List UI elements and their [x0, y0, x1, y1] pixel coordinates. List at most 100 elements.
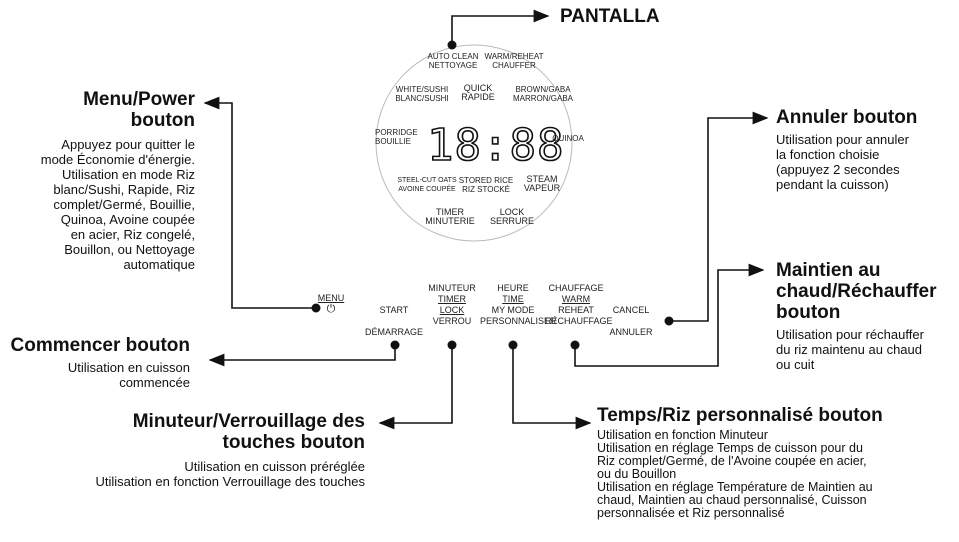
start-text: START [379, 305, 409, 315]
vapeur-text: VAPEUR [523, 183, 561, 193]
desc-line: Utilisation en réglage Temps de cuisson … [597, 441, 863, 455]
chauffage-text: CHAUFFAGE [548, 283, 604, 293]
display-brown-gaba: BROWN/GABA MARRON/GABA [512, 85, 574, 103]
display-timer: TIMER MINUTERIE [425, 208, 475, 226]
mymode-dot [508, 340, 518, 350]
temps-desc: Utilisation en fonction Minuteur Utilisa… [597, 429, 952, 520]
desc-line: automatique [123, 257, 195, 272]
commencer-title: Commencer bouton [10, 335, 190, 356]
nettoyage-text: NETTOYAGE [428, 61, 478, 70]
menu-power-callout: Menu/Power bouton Appuyez pour quitter l… [20, 89, 195, 272]
display-warm-reheat: WARM/REHEAT CHAUFFER [482, 52, 546, 70]
warm-reheat-text: WARM/REHEAT [484, 52, 544, 61]
menu-leader [203, 96, 316, 309]
time-text: TIME [502, 294, 524, 304]
minuteur-title-2: touches bouton [222, 432, 365, 453]
mymode-leader [512, 345, 592, 430]
desc-line: mode Économie d'énergie. [40, 152, 195, 167]
auto-clean-text: AUTO CLEAN [427, 52, 479, 61]
avoine-coupee-text: AVOINE COUPÉE [398, 186, 456, 193]
desc-line: chaud, Maintien au chaud personnalisé, C… [597, 493, 867, 507]
stored-rice-text: STORED RICE [458, 176, 514, 185]
desc-line: Quinoa, Avoine coupée [60, 212, 195, 227]
display-steel-cut-oats: STEEL-CUT OATS AVOINE COUPÉE [396, 176, 458, 194]
heure-text: HEURE [497, 283, 529, 293]
temps-title: Temps/Riz personnalisé bouton [597, 405, 883, 426]
warm-text: WARM [561, 294, 591, 304]
annuler-text: ANNULER [609, 327, 653, 337]
minuteur-title: Minuteur/Verrouillage des [132, 411, 365, 432]
display-auto-clean: AUTO CLEAN NETTOYAGE [425, 52, 481, 70]
start-button[interactable]: START DÉMARRAGE [365, 305, 423, 338]
maintien-title-3: bouton [776, 302, 841, 323]
commencer-callout: Commencer bouton Utilisation en cuisson … [5, 335, 190, 390]
display-steam: STEAM VAPEUR [520, 175, 564, 193]
menu-power-title-2: bouton [130, 110, 195, 131]
desc-line: Utilisation en fonction Minuteur [597, 428, 768, 442]
commencer-desc: Utilisation en cuisson commencée [5, 360, 190, 390]
desc-line: Utilisation en cuisson [67, 360, 190, 375]
lock-btn-text: LOCK [439, 305, 465, 315]
minuteur-callout: Minuteur/Verrouillage des touches bouton… [55, 411, 365, 489]
demarrage-text: DÉMARRAGE [365, 327, 424, 337]
timer-lock-button[interactable]: MINUTEUR TIMER LOCK VERROU [425, 283, 479, 327]
porridge-text: PORRIDGE [375, 128, 418, 137]
reheat-text: REHEAT [558, 305, 594, 315]
annuler-desc: Utilisation pour annuler la fonction cho… [776, 132, 956, 192]
menu-power-desc: Appuyez pour quitter le mode Économie d'… [20, 137, 195, 272]
chauffer-text: CHAUFFER [492, 61, 536, 70]
display-white-sushi: WHITE/SUSHI BLANC/SUSHI [392, 85, 452, 103]
my-mode-button[interactable]: HEURE TIME MY MODE PERSONNALISER [480, 283, 557, 327]
maintien-callout: Maintien au chaud/Réchauffer bouton Util… [776, 260, 956, 372]
power-icon: ⏻ [326, 303, 336, 315]
desc-line: en acier, Riz congelé, [70, 227, 195, 242]
timer-text: TIMER [436, 207, 464, 217]
minuterie-text: MINUTERIE [425, 216, 475, 226]
personnaliser-text: PERSONNALISER [480, 316, 557, 326]
desc-line: blanc/Sushi, Rapide, Riz [53, 182, 195, 197]
reheat-dot [570, 340, 580, 350]
desc-line: personnalisée et Riz personnalisé [597, 506, 785, 520]
blanc-sushi-text: BLANC/SUSHI [395, 94, 449, 103]
maintien-title: Maintien au [776, 260, 881, 281]
time-readout: 18:88 [426, 119, 565, 172]
desc-line: commencée [119, 375, 190, 390]
minuteur-text: MINUTEUR [428, 283, 476, 293]
desc-line: pendant la cuisson) [776, 177, 889, 192]
desc-line: (appuyez 2 secondes [776, 162, 900, 177]
riz-stocke-text: RIZ STOCKÉ [462, 185, 510, 194]
lock-text: LOCK [499, 207, 525, 217]
rapide-text: RAPIDE [461, 92, 495, 102]
menu-power-title: Menu/Power [83, 89, 195, 110]
serrure-text: SERRURE [489, 216, 534, 226]
pantalla-dot [447, 40, 457, 50]
display-quick: QUICK RAPIDE [458, 84, 498, 102]
maintien-desc: Utilisation pour réchauffer du riz maint… [776, 327, 956, 372]
desc-line: Utilisation pour réchauffer [776, 327, 924, 342]
menu-power-button[interactable]: MENU ⏻ [316, 293, 346, 315]
desc-line: ou du Bouillon [597, 467, 677, 481]
desc-line: complet/Germé, Bouillie, [53, 197, 195, 212]
cancel-dot [664, 316, 674, 326]
desc-line: Utilisation en fonction Verrouillage des… [95, 474, 365, 489]
quick-text: QUICK [463, 83, 493, 93]
display-stored-rice: STORED RICE RIZ STOCKÉ [458, 176, 514, 194]
menu-dot [311, 303, 321, 313]
desc-line: Utilisation en cuisson préréglée [184, 459, 365, 474]
timer-dot [447, 340, 457, 350]
warm-reheat-button[interactable]: CHAUFFAGE WARM REHEAT RÉCHAUFFAGE [545, 283, 613, 327]
desc-line: Riz complet/Germé, de l'Avoine coupée en… [597, 454, 867, 468]
bouillie-text: BOUILLIE [375, 137, 412, 146]
cancel-button[interactable]: CANCEL ANNULER [606, 305, 656, 338]
display-circle [375, 44, 573, 242]
menu-text: MENU [317, 293, 345, 303]
start-leader [208, 345, 396, 367]
pantalla-label: PANTALLA [560, 6, 660, 27]
minuteur-desc: Utilisation en cuisson préréglée Utilisa… [55, 459, 365, 489]
my-mode-text: MY MODE [491, 305, 535, 315]
annuler-callout: Annuler bouton Utilisation pour annuler … [776, 107, 956, 192]
desc-line: Utilisation en réglage Température de Ma… [597, 480, 873, 494]
temps-callout: Temps/Riz personnalisé bouton Utilisatio… [597, 405, 952, 520]
desc-line: Utilisation pour annuler [776, 132, 909, 147]
